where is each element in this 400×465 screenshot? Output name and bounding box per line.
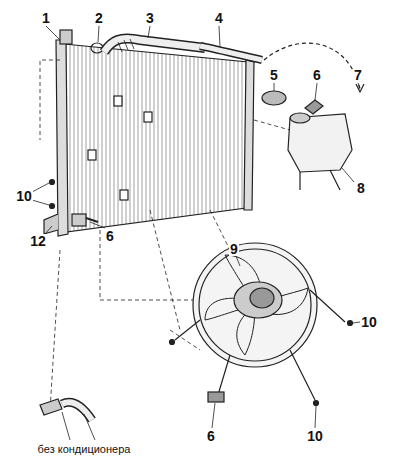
callout-number: 3 [145, 11, 155, 25]
note-label: без кондиционера [37, 444, 132, 455]
callout-number: 6 [105, 229, 115, 243]
callout-number: 12 [29, 234, 47, 248]
callout-number: 10 [15, 189, 33, 203]
callout-number: 10 [360, 315, 378, 329]
callout-number: 6 [312, 68, 322, 82]
callout-number: 4 [214, 11, 224, 25]
callout-number: 6 [206, 429, 216, 443]
callout-number: 9 [229, 242, 239, 256]
callout-number: 5 [269, 68, 279, 82]
callout-number: 2 [94, 11, 104, 25]
callout-number: 1 [41, 11, 51, 25]
callout-number: 7 [353, 68, 363, 82]
callout-number: 10 [306, 429, 324, 443]
callout-number: 8 [356, 181, 366, 195]
